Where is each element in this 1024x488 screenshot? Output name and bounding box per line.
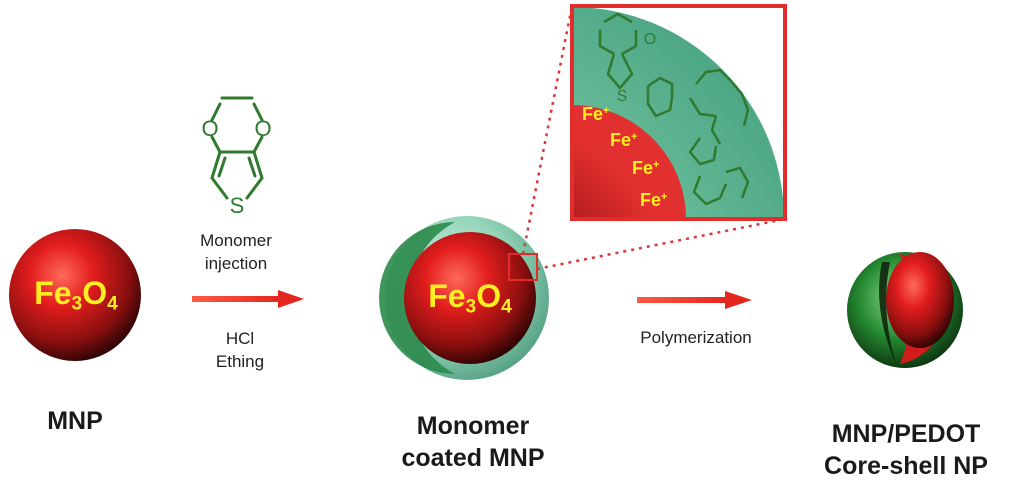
zoom-dotted-lines xyxy=(521,5,786,271)
monomer-oxygen-left: O xyxy=(201,116,219,141)
inset-sulfur-atom: S xyxy=(616,88,628,105)
inset-fe-ion-1: Fe+ xyxy=(582,104,610,124)
coated-mnp-formula-label: Fe3O4 xyxy=(428,278,512,318)
mnp-formula-label: Fe3O4 xyxy=(34,275,118,315)
reagent-label: HCl Ething xyxy=(215,329,265,371)
reaction-arrow-2 xyxy=(637,291,752,309)
inset-fe-ion-4: Fe+ xyxy=(640,190,668,210)
monomer-oxygen-right: O xyxy=(254,116,272,141)
mnp-core-sphere xyxy=(9,229,141,361)
inset-fe-ion-2: Fe+ xyxy=(610,130,638,150)
coated-mnp-green-band xyxy=(379,222,455,374)
monomer-sulfur: S xyxy=(229,193,245,218)
monomer-injection-label: Monomer injection xyxy=(200,231,272,273)
coated-mnp-core xyxy=(404,232,536,364)
reaction-arrow-1 xyxy=(192,290,304,308)
inset-oxygen-atom: O xyxy=(643,31,657,48)
inset-border xyxy=(570,4,787,221)
polymerization-label: Polymerization xyxy=(640,328,752,347)
coated-mnp-caption: Monomer coated MNP xyxy=(401,412,545,472)
core-shell-np xyxy=(847,252,963,368)
core-shell-dark-seam xyxy=(879,262,896,364)
core-shell-caption: MNP/PEDOT Core-shell NP xyxy=(824,420,988,480)
mnp-caption: MNP xyxy=(47,407,103,435)
inset-fe-ion-3: Fe+ xyxy=(632,158,660,178)
inset-core-quarter xyxy=(572,105,686,219)
edot-monomer-structure xyxy=(210,96,264,200)
core-shell-red-window xyxy=(886,252,954,348)
inset-magnification xyxy=(570,4,787,221)
